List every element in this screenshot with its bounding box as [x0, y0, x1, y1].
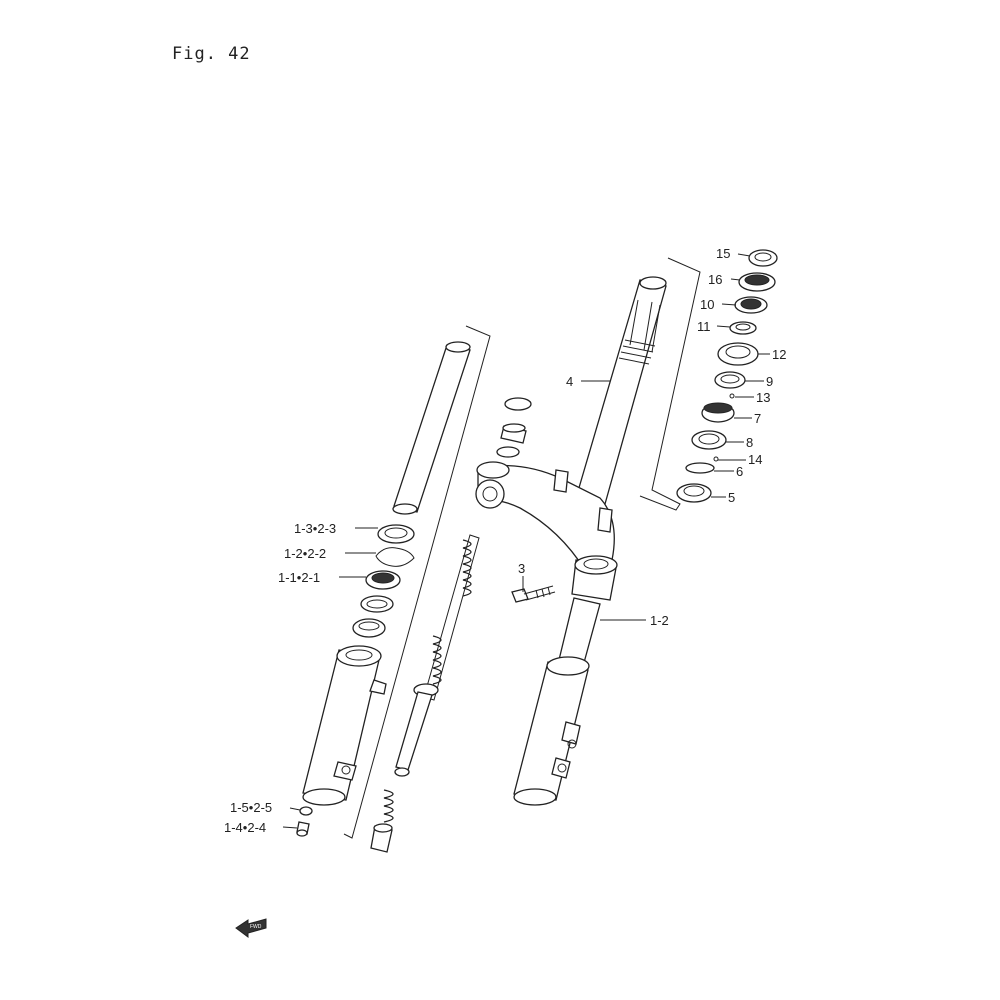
callout-14: 14: [748, 452, 762, 467]
fork-spring-and-rod: [370, 534, 480, 853]
left-fork-group-outline: [343, 325, 491, 839]
callout-1-5-2-5: 1-5•2-5: [230, 800, 272, 815]
left-fork-tube: [392, 341, 471, 515]
callout-4: 4: [566, 374, 573, 389]
callout-5: 5: [728, 490, 735, 505]
callout-6: 6: [736, 464, 743, 479]
callout-12: 12: [772, 347, 786, 362]
leader-lines: [282, 253, 770, 829]
callout-9: 9: [766, 374, 773, 389]
pinch-bolt: [511, 585, 556, 603]
right-fork-leg: [513, 555, 618, 806]
front-arrow-icon: FWD: [235, 918, 267, 938]
callout-1-2-2-2: 1-2•2-2: [284, 546, 326, 561]
left-seal-stack: [352, 524, 415, 638]
bearing-stack: [676, 249, 778, 503]
steering-stem: [575, 276, 667, 505]
left-lower-slider: [302, 645, 387, 806]
callout-3: 3: [518, 561, 525, 576]
callout-13: 13: [756, 390, 770, 405]
callout-15: 15: [716, 246, 730, 261]
callout-16: 16: [708, 272, 722, 287]
callout-8: 8: [746, 435, 753, 450]
callout-1-1-2-1: 1-1•2-1: [278, 570, 320, 585]
callout-11: 11: [697, 319, 711, 334]
callout-10: 10: [700, 297, 714, 312]
callout-1-2: 1-2: [650, 613, 669, 628]
bearing-stack-outline: [639, 257, 701, 511]
callout-1-4-2-4: 1-4•2-4: [224, 820, 266, 835]
callout-labels: 15 16 10 11 12 9 13 7 8 14 6 5 4 3 1-2 1…: [224, 246, 786, 835]
figure-title: Fig. 42: [172, 44, 251, 64]
callout-1-3-2-3: 1-3•2-3: [294, 521, 336, 536]
fwd-label: FWD: [250, 924, 262, 930]
callout-7: 7: [754, 411, 761, 426]
bottom-bolt: [296, 806, 313, 837]
clamp-small-parts: [496, 397, 532, 458]
